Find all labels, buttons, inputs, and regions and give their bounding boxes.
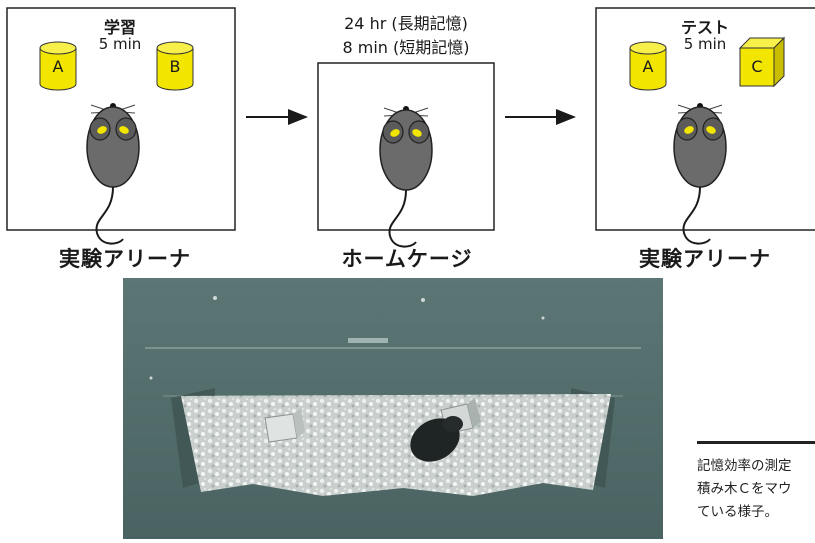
photo-block	[264, 408, 305, 443]
photo-caption: 記憶効率の測定 積み木Ｃをマウ ている様子。	[697, 455, 815, 539]
arena-photo-svg	[123, 278, 663, 539]
caption-rule	[697, 441, 815, 444]
stage-label-arena-1: 実験アリーナ	[59, 247, 191, 271]
experiment-diagram: 学習 5 min A B 24 hr (長期記憶) 8 min (短期記憶) テ…	[6, 7, 815, 271]
object-a-cylinder-test	[629, 41, 667, 91]
test-duration: 5 min	[683, 35, 727, 53]
arena-photo	[123, 278, 663, 539]
interval-short-term: 8 min (短期記憶)	[342, 38, 470, 57]
learning-duration: 5 min	[98, 35, 142, 53]
caption-line-3: ている様子。	[697, 504, 778, 520]
object-c-cube	[738, 36, 786, 88]
diagram-svg	[6, 7, 815, 248]
caption-line-1: 記憶効率の測定	[697, 458, 792, 474]
interval-long-term: 24 hr (長期記憶)	[344, 14, 468, 33]
object-a-cylinder	[39, 41, 77, 91]
object-a-label: A	[52, 57, 64, 76]
test-title: テスト	[680, 18, 729, 37]
object-b-label: B	[169, 57, 181, 76]
stage-label-arena-2: 実験アリーナ	[639, 247, 771, 271]
stage-label-home-cage: ホームケージ	[341, 247, 473, 271]
caption-line-2: 積み木Ｃをマウ	[697, 481, 792, 497]
object-c-label: C	[751, 57, 763, 76]
learning-title: 学習	[103, 18, 136, 37]
object-b-cylinder	[156, 41, 194, 91]
object-a-label-test: A	[642, 57, 654, 76]
